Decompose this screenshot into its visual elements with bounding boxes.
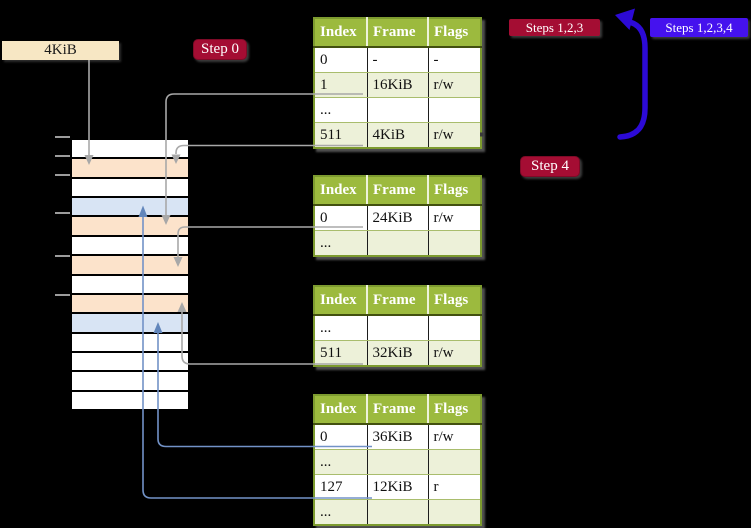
step-0-badge: Step 0 (193, 39, 247, 60)
memory-row-12 (72, 352, 188, 373)
cell-index: ... (314, 499, 368, 526)
cell-flags (428, 449, 481, 475)
memory-tick-mark (55, 155, 70, 157)
memory-row-5 (72, 217, 188, 237)
memory-tick-mark (55, 174, 70, 176)
cell-index: 0 (314, 205, 368, 231)
cell-flags: r/w (428, 72, 481, 98)
column-header-frame: Frame (367, 176, 429, 206)
steps-1234-badge: Steps 1,2,3,4 (650, 18, 748, 37)
column-header-index: Index (314, 286, 368, 316)
column-header-flags: Flags (428, 176, 481, 206)
cell-index: 0 (314, 47, 368, 73)
memory-row-11 (72, 333, 188, 353)
cell-index: ... (314, 315, 368, 341)
cell-flags: r/w (428, 340, 481, 367)
cell-index: 1 (314, 72, 368, 98)
column-header-flags: Flags (428, 395, 481, 425)
cell-flags: - (428, 47, 481, 73)
memory-row-10 (72, 314, 188, 334)
cell-frame: 16KiB (367, 72, 429, 98)
table-row: 0-- (314, 47, 481, 73)
memory-tick-mark (55, 294, 70, 296)
cell-index: 127 (314, 474, 368, 500)
memory-tick-mark (55, 136, 70, 138)
cell-flags (428, 499, 481, 526)
memory-tick-mark (55, 255, 70, 257)
cell-frame: 4KiB (367, 122, 429, 149)
memory-row-14 (72, 391, 188, 410)
memory-row-6 (72, 236, 188, 257)
column-header-frame: Frame (367, 395, 429, 425)
cell-frame: 36KiB (367, 424, 429, 450)
cell-index: 0 (314, 424, 368, 450)
cell-flags: r/w (428, 122, 481, 149)
steps-123-badge: Steps 1,2,3 (509, 19, 600, 36)
cell-index: 511 (314, 340, 368, 367)
cell-frame: 24KiB (367, 205, 429, 231)
cell-flags: r/w (428, 424, 481, 450)
cell-frame: - (367, 47, 429, 73)
table-row: ... (314, 97, 481, 123)
column-header-index: Index (314, 18, 368, 48)
cell-index: ... (314, 230, 368, 257)
step-4-badge: Step 4 (520, 156, 580, 177)
cell-index: ... (314, 449, 368, 475)
cell-flags: r (428, 474, 481, 500)
cell-frame: 12KiB (367, 474, 429, 500)
cell-frame (367, 449, 429, 475)
memory-row-9 (72, 294, 188, 315)
column-header-flags: Flags (428, 286, 481, 316)
memory-row-2 (72, 159, 188, 179)
column-header-frame: Frame (367, 18, 429, 48)
frame-size-label: 4KiB (2, 41, 119, 60)
column-header-index: Index (314, 176, 368, 206)
column-header-index: Index (314, 395, 368, 425)
column-header-frame: Frame (367, 286, 429, 316)
table-row: ... (314, 230, 481, 257)
memory-row-13 (72, 372, 188, 392)
loop-arrow-steps (615, 8, 648, 140)
memory-row-8 (72, 275, 188, 295)
cell-frame (367, 315, 429, 341)
memory-row-3 (72, 178, 188, 199)
cell-index: 511 (314, 122, 368, 149)
cell-flags: r/w (428, 205, 481, 231)
memory-row-7 (72, 256, 188, 276)
memory-row-1 (72, 140, 188, 160)
memory-tick-mark (55, 212, 70, 214)
cell-flags (428, 97, 481, 123)
table-row: ... (314, 499, 481, 526)
cell-frame: 32KiB (367, 340, 429, 367)
cell-flags (428, 315, 481, 341)
column-header-flags: Flags (428, 18, 481, 48)
cell-frame (367, 230, 429, 257)
cell-index: ... (314, 97, 368, 123)
table-row: ... (314, 449, 481, 475)
cell-frame (367, 97, 429, 123)
cell-flags (428, 230, 481, 257)
memory-row-4 (72, 198, 188, 218)
physical-memory-column (70, 138, 190, 411)
cell-frame (367, 499, 429, 526)
table-row: ... (314, 315, 481, 341)
